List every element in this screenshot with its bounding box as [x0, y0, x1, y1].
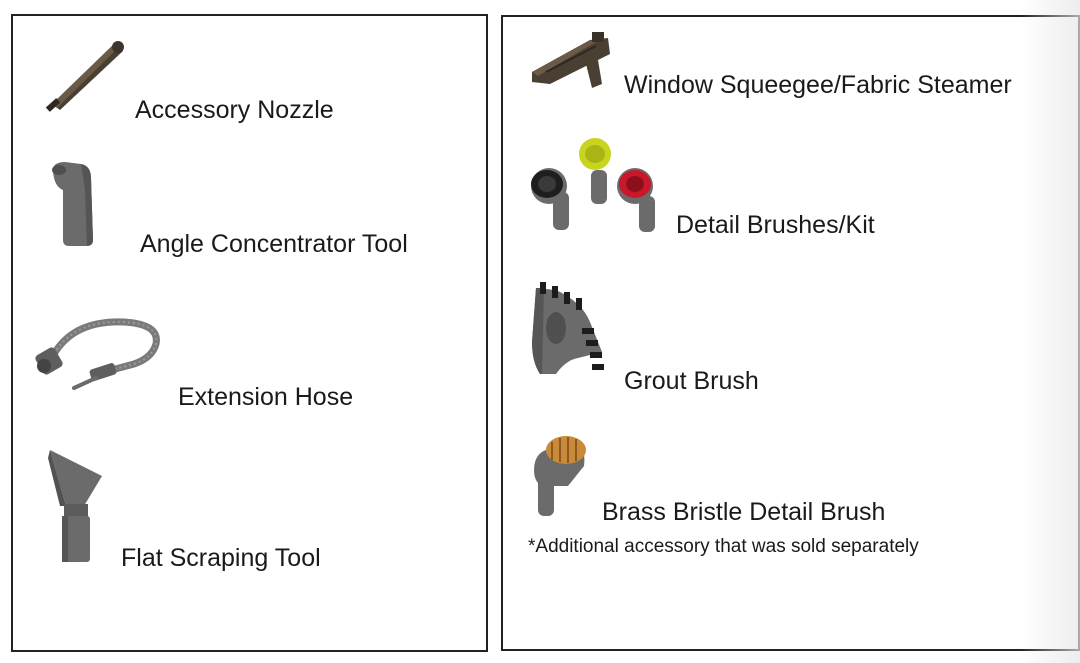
left-accessory-panel [11, 14, 488, 652]
nozzle-icon [45, 41, 124, 112]
item-label-window-squeegee: Window Squeegee/Fabric Steamer [624, 71, 1012, 99]
item-label-detail-brushes: Detail Brushes/Kit [676, 211, 875, 239]
angle-concentrator-icon [52, 162, 93, 246]
grout-brush-icon [532, 282, 604, 374]
extension-hose-icon [35, 318, 160, 390]
item-label-grout-brush: Grout Brush [624, 367, 759, 395]
item-label-angle-concentrator-tool: Angle Concentrator Tool [140, 230, 408, 258]
item-label-brass-bristle-brush: Brass Bristle Detail Brush [602, 498, 886, 526]
right-accessory-panel [501, 15, 1080, 651]
brass-brush-icon [534, 436, 586, 516]
squeegee-icon [532, 32, 610, 88]
item-label-extension-hose: Extension Hose [178, 383, 354, 411]
separate-sale-note: *Additional accessory that was sold sepa… [528, 536, 919, 557]
item-label-flat-scraping-tool: Flat Scraping Tool [121, 544, 321, 572]
item-label-accessory-nozzle: Accessory Nozzle [135, 96, 334, 124]
detail-brushes-icon [531, 138, 655, 232]
flat-scraping-tool-icon [48, 450, 102, 562]
